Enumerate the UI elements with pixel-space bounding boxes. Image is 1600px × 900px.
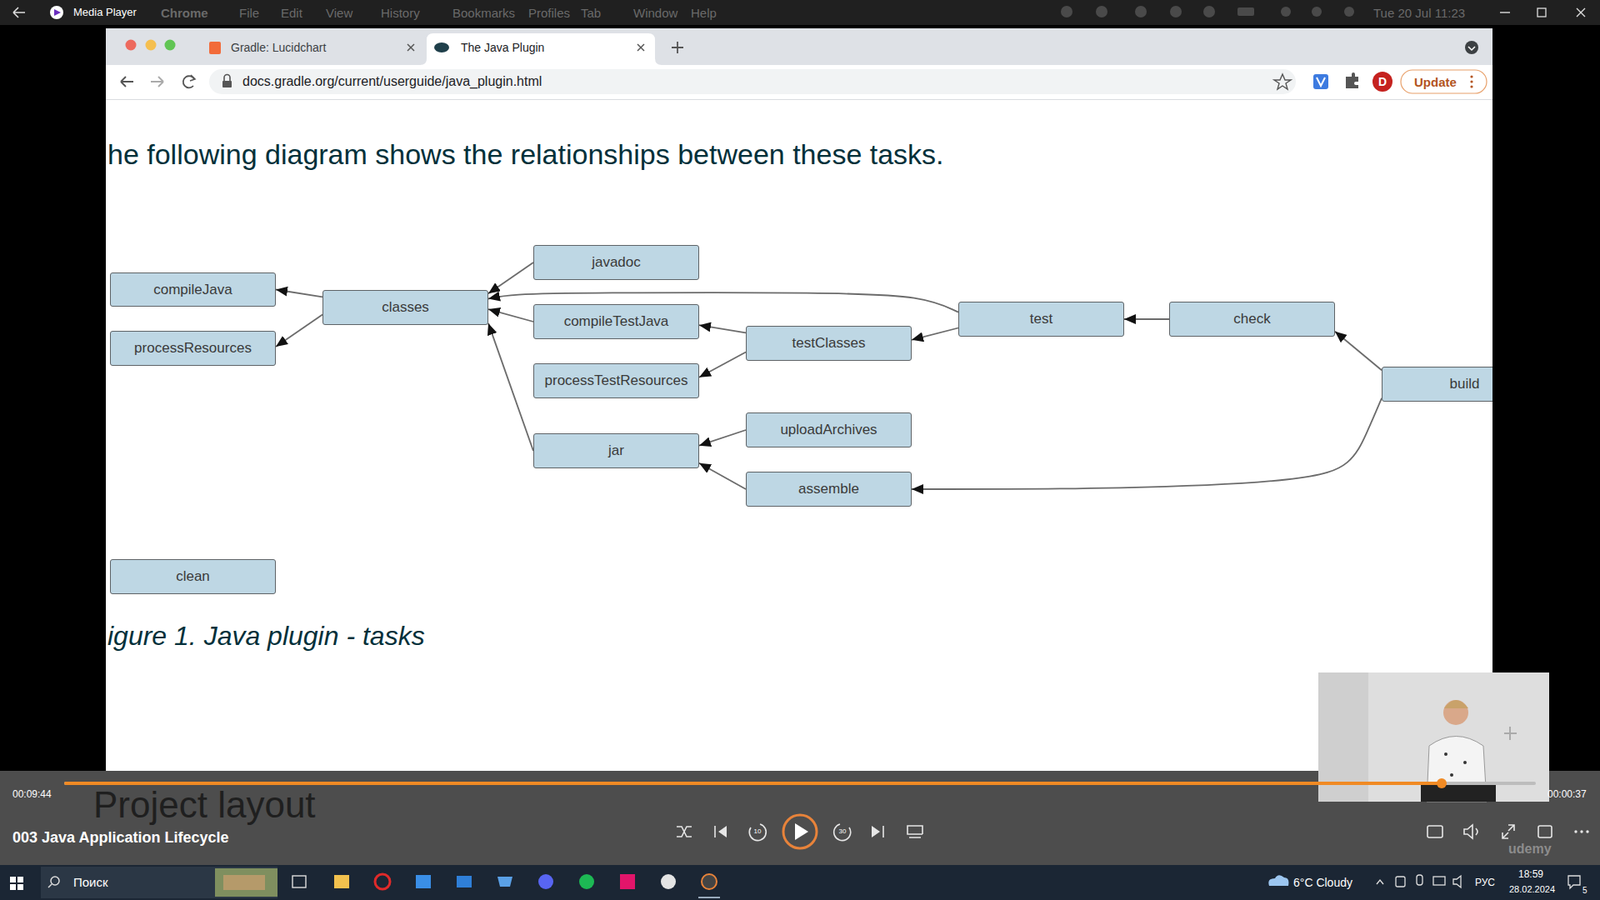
notification-count: 5 [1582, 886, 1588, 895]
video-title: 003 Java Application Lifecycle [12, 830, 229, 845]
task-box: processResources [110, 330, 276, 366]
menu-item: Window [633, 6, 678, 20]
section-heading: he following diagram shows the relations… [107, 138, 945, 171]
menu-item: Bookmarks [452, 6, 515, 20]
tab-title: The Java Plugin [460, 41, 545, 54]
task-box: processTestResources [533, 363, 700, 399]
remaining-time: 00:00:37 [1547, 789, 1587, 800]
dependency-arrow [699, 352, 746, 378]
dependency-arrow [1124, 318, 1170, 320]
task-box: testClasses [745, 325, 912, 361]
dependency-arrow [488, 262, 534, 294]
dependency-arrow [699, 463, 746, 490]
dependency-arrow [699, 325, 746, 333]
task-name: compileJava [153, 281, 233, 299]
task-box: check [1169, 301, 1335, 337]
task-box: jar [533, 433, 700, 469]
dependency-arrow [911, 328, 959, 340]
menu-item: History [380, 6, 420, 20]
dependency-arrow [699, 430, 746, 446]
task-name: processTestResources [545, 372, 689, 390]
task-box: compileJava [110, 272, 276, 307]
task-name: uploadArchives [780, 421, 877, 439]
menu-item: Profiles [528, 6, 570, 20]
task-box: test [958, 301, 1125, 337]
task-box: uploadArchives [745, 412, 912, 448]
task-name: build [1450, 375, 1480, 393]
task-box: build [1381, 366, 1493, 402]
page-content: he following diagram shows the relations… [105, 100, 1493, 771]
tray-clock: 18:59 [1518, 869, 1544, 880]
weather: 6°C Cloudy [1293, 876, 1353, 889]
skip-seconds: 30 [834, 828, 851, 835]
task-name: testClasses [792, 335, 866, 352]
dependency-arrow [1335, 331, 1382, 371]
dependency-arrow [488, 309, 534, 322]
menubar-clock: Tue 20 Jul 11:23 [1373, 6, 1465, 20]
tray-date: 28.02.2024 [1509, 885, 1555, 895]
app-title: Media Player [73, 6, 137, 18]
figure-caption: igure 1. Java plugin - tasks [107, 620, 425, 652]
task-name: test [1030, 310, 1053, 328]
task-name: jar [608, 442, 625, 460]
menu-item: Tab [580, 6, 601, 20]
slide-heading: Project layout [93, 786, 316, 824]
elapsed-time: 00:09:44 [12, 789, 52, 800]
task-box: compileTestJava [533, 304, 700, 340]
address-url: docs.gradle.org/current/userguide/java_p… [242, 75, 542, 89]
skip-seconds: 10 [749, 828, 766, 835]
task-box: javadoc [533, 245, 700, 280]
tab-title: Gradle: Lucidchart [230, 41, 326, 54]
task-box: assemble [745, 471, 912, 507]
menu-item: View [325, 6, 353, 20]
task-name: compileTestJava [564, 313, 670, 330]
task-name: classes [381, 299, 430, 316]
watermark: udemy [1508, 842, 1552, 856]
dependency-arrow [275, 290, 323, 298]
dependency-arrow [488, 323, 534, 451]
menu-item: Edit [280, 6, 303, 20]
task-name: processResources [134, 340, 252, 357]
task-box: classes [322, 290, 489, 325]
task-name: javadoc [591, 254, 641, 271]
update-button: Update [1414, 75, 1457, 89]
task-name: assemble [798, 480, 860, 498]
input-language: РУС [1475, 877, 1495, 888]
search-box: Поиск [73, 875, 109, 889]
task-box: clean [110, 559, 276, 595]
menu-item: Help [690, 6, 717, 20]
menu-item: Chrome [160, 6, 209, 20]
dependency-arrow [911, 398, 1382, 490]
dependency-arrow [275, 314, 323, 347]
profile-initial: D [1372, 75, 1393, 88]
menu-item: File [239, 6, 260, 20]
task-name: check [1233, 310, 1270, 328]
task-name: clean [175, 568, 210, 585]
